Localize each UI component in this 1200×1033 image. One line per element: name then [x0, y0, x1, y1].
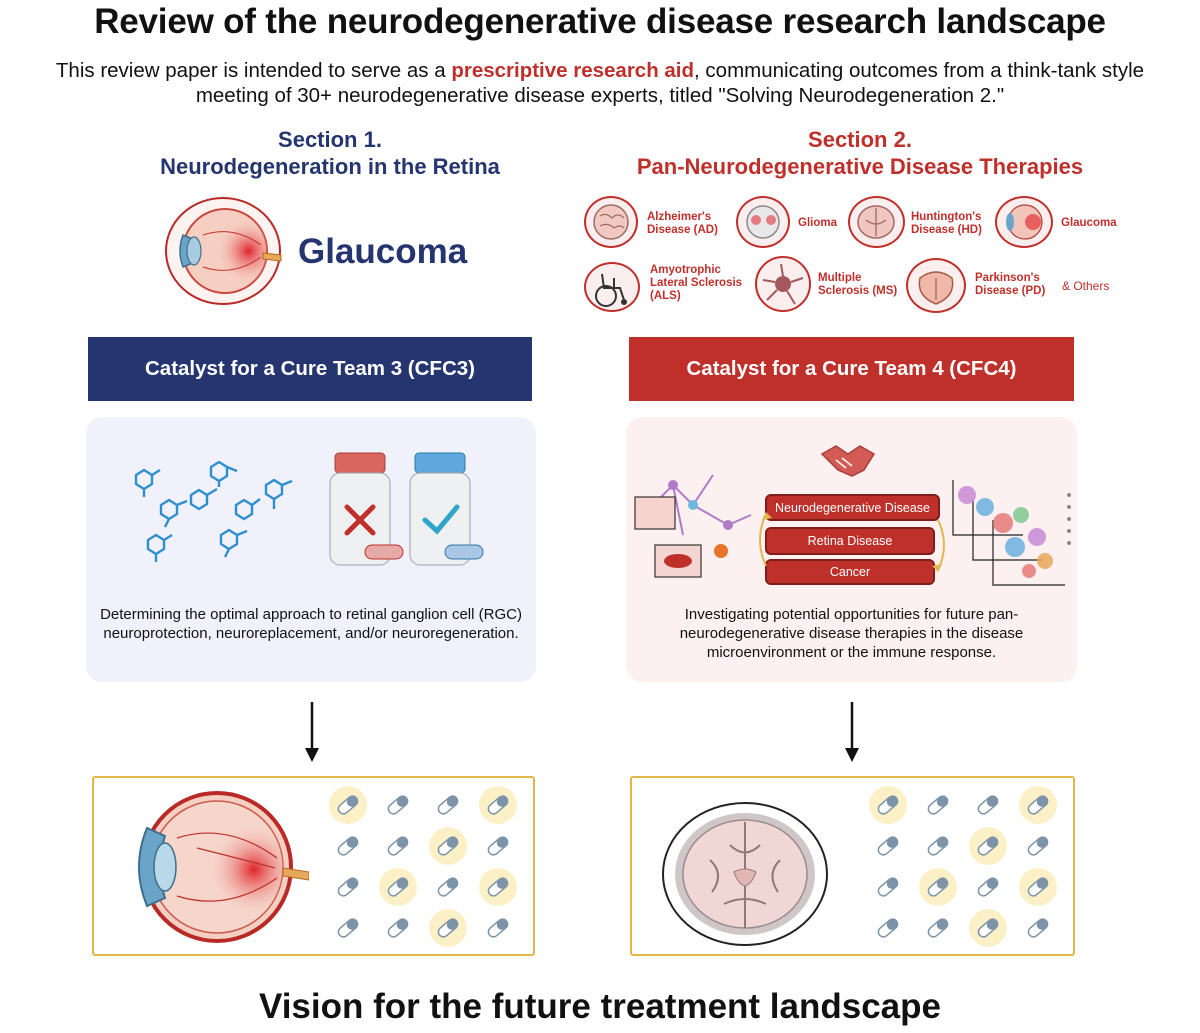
pill-icon [927, 918, 949, 938]
pill-icon [437, 877, 459, 897]
pill-icon [329, 786, 367, 824]
arrow-down-icon [845, 702, 859, 762]
x-mark-icon [344, 504, 376, 536]
cycle-arrows-icon [759, 512, 945, 572]
disease-label-hd: Huntington's Disease (HD) [911, 211, 982, 236]
cfc4-description: Investigating potential opportunities fo… [679, 606, 1024, 661]
brain-scan-icon [736, 196, 790, 248]
pill-icon [387, 918, 409, 938]
eye-icon [165, 197, 282, 305]
pill-icon [877, 918, 899, 938]
section1-subheading: Neurodegeneration in the Retina [160, 154, 500, 179]
pill-icon [927, 795, 949, 815]
section1-title: Section 1. Neurodegeneration in the Reti… [80, 126, 580, 180]
pill-bottles-icon [329, 452, 484, 566]
brain-section-icon [848, 196, 905, 248]
brain-icon [584, 196, 638, 248]
pill-icon [877, 836, 899, 856]
pill-icon [977, 877, 999, 897]
midbrain-icon [906, 258, 966, 313]
pill-icon [379, 868, 417, 906]
cfc4-banner: Catalyst for a Cure Team 4 (CFC4) [629, 337, 1074, 401]
stack-neurodegenerative-disease: Neurodegenerative Disease [765, 494, 940, 521]
pill-grid-brain [869, 786, 1057, 947]
pill-icon [437, 795, 459, 815]
disease-label-als: Amyotrophic Lateral Sclerosis (ALS) [650, 264, 743, 302]
pill-icon [1027, 918, 1049, 938]
pill-icon [479, 786, 517, 824]
eye-icon [138, 791, 309, 943]
pill-icon [927, 836, 949, 856]
pill-icon [919, 868, 957, 906]
pill-icon [977, 795, 999, 815]
pill-icon [1019, 868, 1057, 906]
pill-icon [337, 877, 359, 897]
molecules-icon [134, 460, 293, 562]
disease-label-glioma: Glioma [798, 217, 837, 229]
cfc3-description: Determining the optimal approach to reti… [100, 606, 522, 642]
pill-icon [429, 909, 467, 947]
pill-icon [969, 827, 1007, 865]
check-mark-icon [422, 504, 460, 535]
pill-icon [969, 909, 1007, 947]
intro-highlight: prescriptive research aid [451, 59, 695, 82]
disease-label-ad: Alzheimer's Disease (AD) [647, 211, 718, 236]
others-label: & Others [1062, 279, 1110, 293]
pill-icon [387, 836, 409, 856]
microenvironment-icon [634, 474, 752, 578]
arrow-down-icon [305, 702, 319, 762]
eye-icon [995, 196, 1053, 248]
pill-icon [877, 877, 899, 897]
section2-title: Section 2. Pan-Neurodegenerative Disease… [580, 126, 1140, 180]
pill-icon [487, 918, 509, 938]
pill-icon [479, 868, 517, 906]
wheelchair-icon [584, 262, 640, 312]
handshake-icon [820, 445, 876, 477]
pill-icon [869, 786, 907, 824]
single-cell-plot-icon [952, 480, 1071, 586]
neuron-icon [755, 256, 811, 312]
stack-cancer: Cancer [765, 559, 935, 585]
page-title: Review of the neurodegenerative disease … [94, 2, 1106, 41]
section2-heading: Section 2. [808, 127, 912, 152]
intro-after: , communicating outcomes from a think-ta… [195, 59, 1145, 107]
intro-text: This review paper is intended to serve a… [40, 58, 1160, 108]
intro-before: This review paper is intended to serve a… [55, 59, 452, 82]
disease-label-glaucoma: Glaucoma [1061, 217, 1117, 229]
section2-subheading: Pan-Neurodegenerative Disease Therapies [636, 154, 1084, 179]
disease-label-ms: Multiple Sclerosis (MS) [818, 272, 898, 297]
section1-disease-label: Glaucoma [298, 232, 468, 271]
pill-icon [1019, 786, 1057, 824]
pill-icon [487, 836, 509, 856]
pill-icon [337, 918, 359, 938]
pill-icon [1027, 836, 1049, 856]
pill-icon [337, 836, 359, 856]
bottom-title: Vision for the future treatment landscap… [259, 987, 941, 1026]
section1-heading: Section 1. [278, 127, 382, 152]
pill-grid-retina [329, 786, 517, 947]
disease-label-pd: Parkinson's Disease (PD) [975, 272, 1046, 297]
cfc3-banner: Catalyst for a Cure Team 3 (CFC3) [88, 337, 532, 401]
pill-icon [429, 827, 467, 865]
brain-scan-icon [662, 802, 828, 946]
stack-retina-disease: Retina Disease [765, 527, 935, 555]
pill-icon [387, 795, 409, 815]
